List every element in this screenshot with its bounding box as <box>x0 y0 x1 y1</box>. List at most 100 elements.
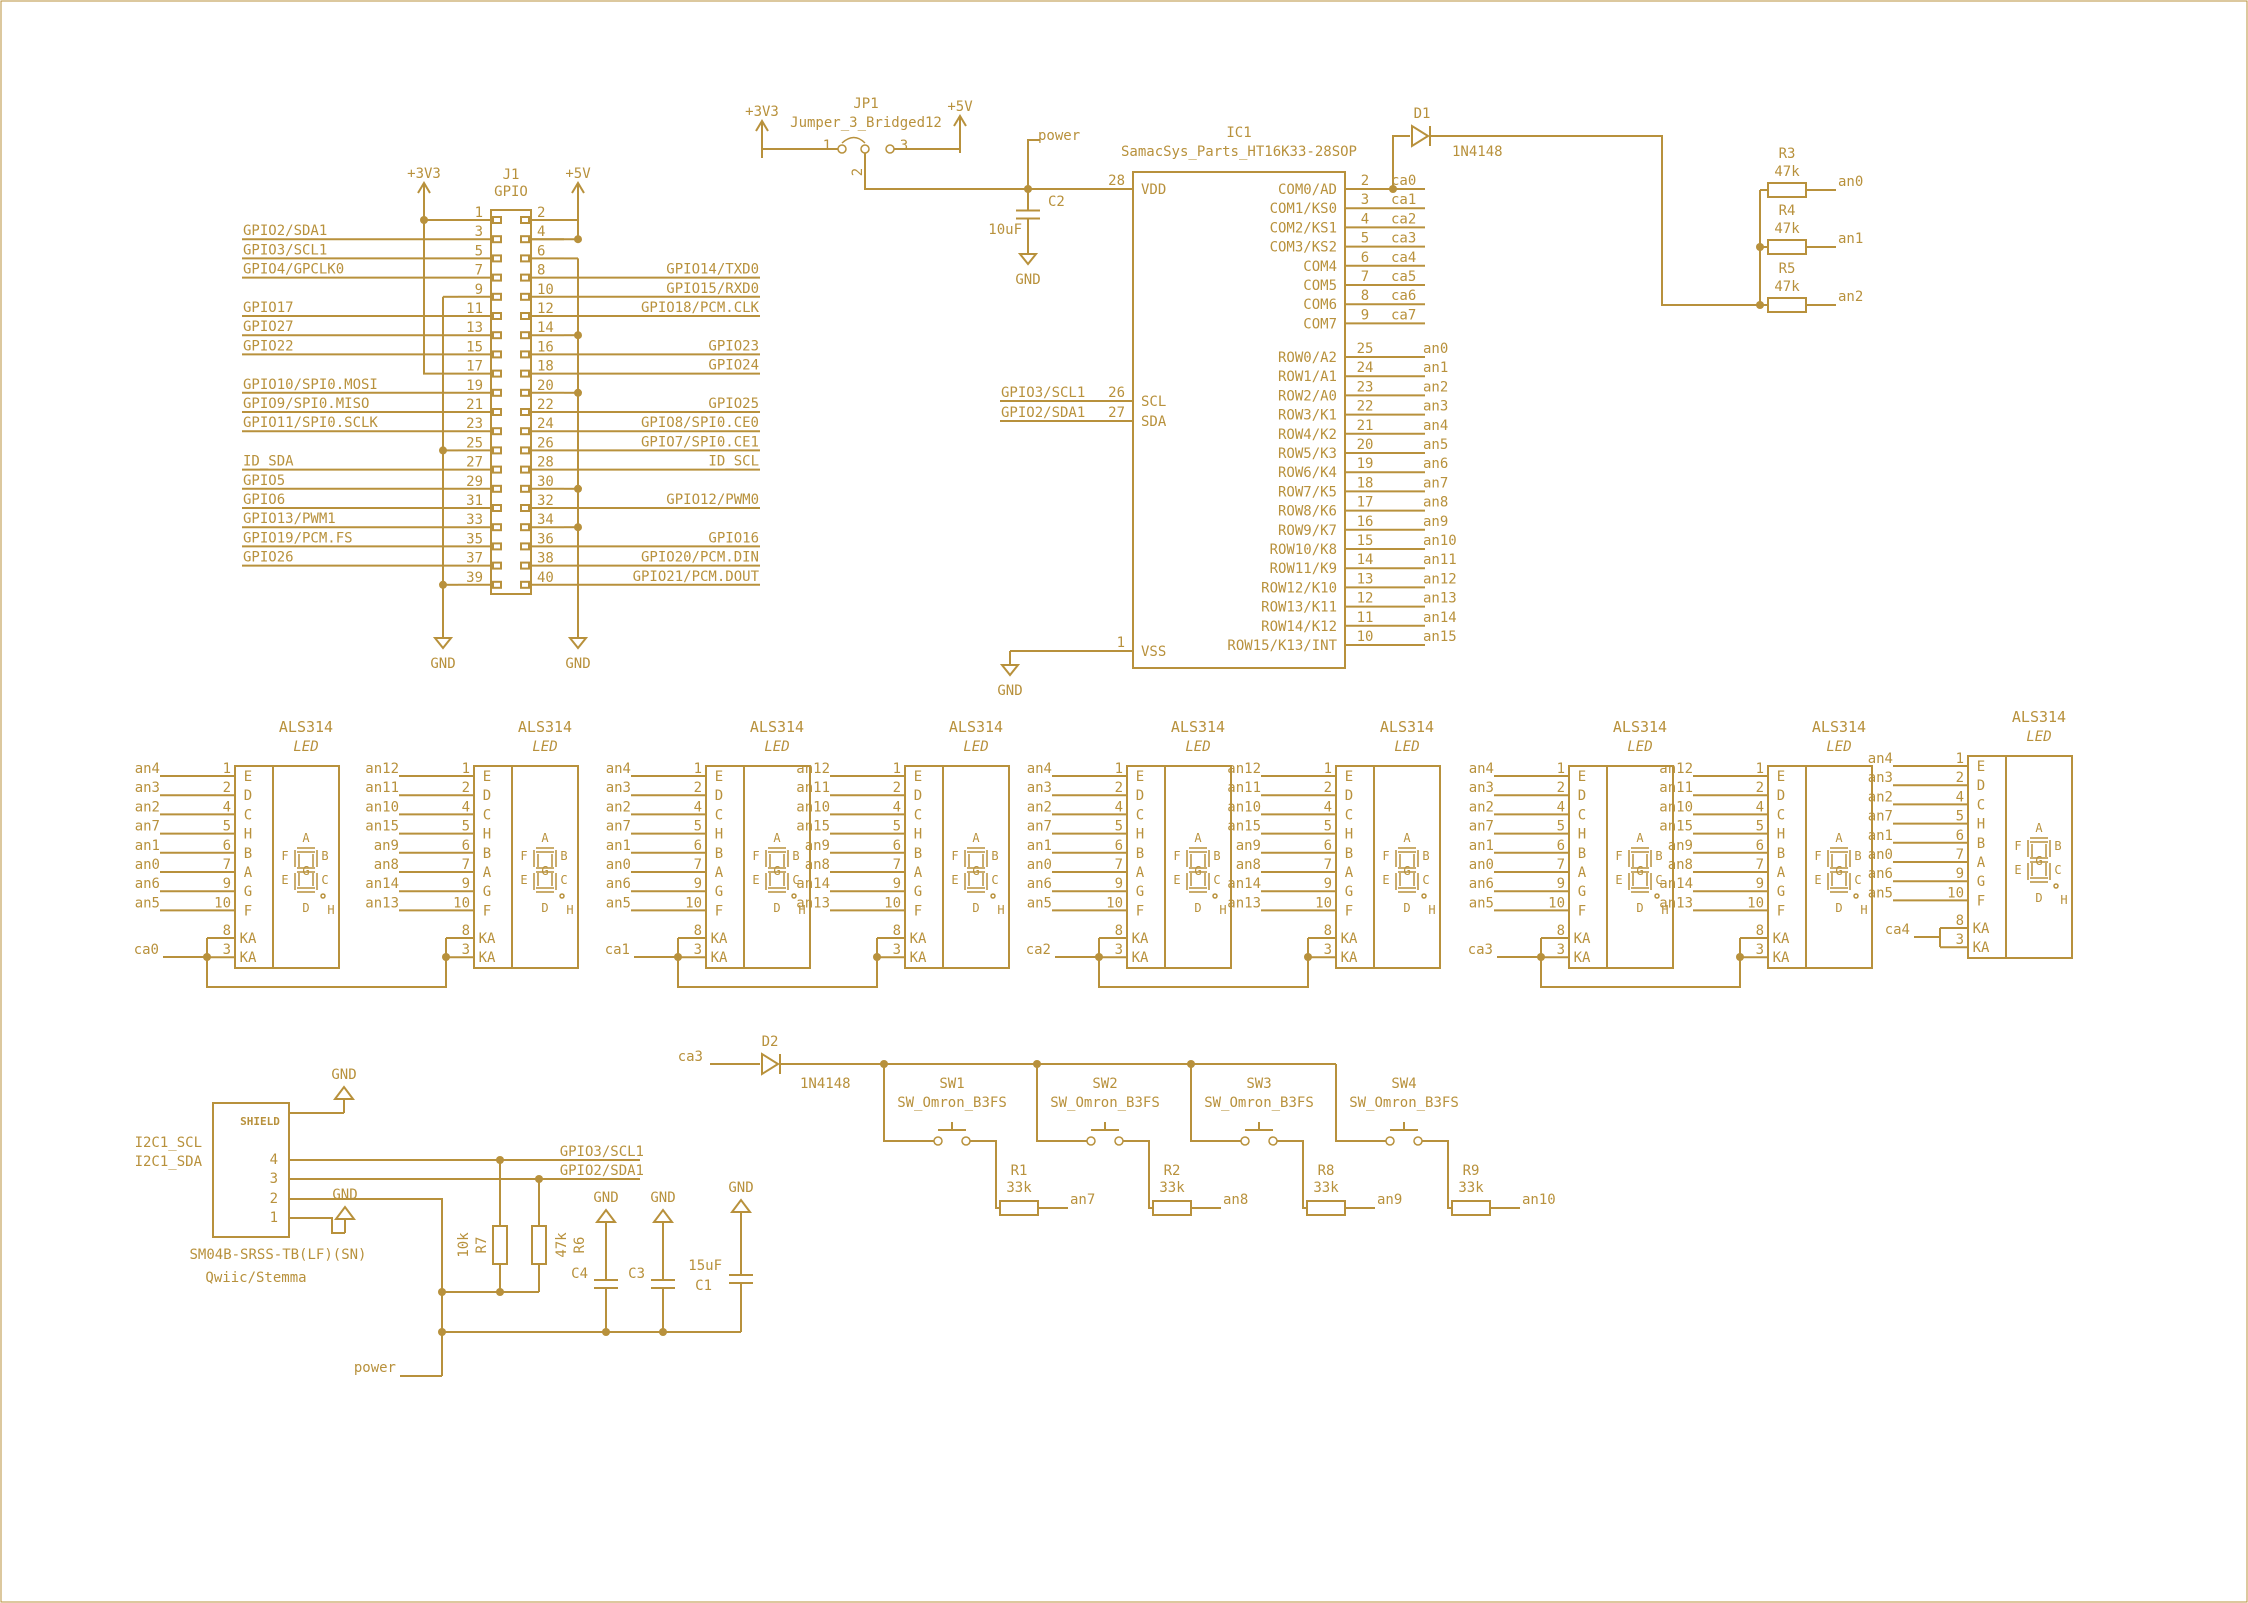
switch-net-label: an9 <box>1377 1192 1402 1208</box>
led-0b-seg-letter: C <box>483 807 491 823</box>
switch-wire-out <box>1422 1140 1452 1209</box>
pullup-junction <box>496 1288 504 1296</box>
j1-pin-pad <box>520 408 530 416</box>
led-3b-seg-net: an11 <box>1659 780 1693 796</box>
led-2a-part: ALS314 <box>1171 718 1225 736</box>
r7-value: 10k <box>456 1232 472 1258</box>
ic1-pin-number: 3 <box>1361 192 1369 208</box>
led-2a-ka-label: KA <box>1132 950 1149 966</box>
r-top-net: an0 <box>1838 174 1863 190</box>
qwiic-sda-net: GPIO2/SDA1 <box>560 1163 644 1179</box>
jp1-pin-3: 3 <box>900 138 908 154</box>
led-2a-digit-box <box>1164 765 1232 969</box>
c4-gnd-label: GND <box>593 1190 618 1206</box>
led-single-seg-pin-number: 9 <box>1956 866 1964 882</box>
r-top-junction <box>1756 301 1764 309</box>
led-1a-ka-label: KA <box>711 931 728 947</box>
led-3a-seg-pin-number: 2 <box>1557 780 1565 796</box>
led-single-seg-pin-number: 7 <box>1956 847 1964 863</box>
switch-wire-in <box>883 1064 934 1142</box>
led-1a-glyph <box>765 847 797 899</box>
led-single-seg-net: an1 <box>1868 828 1893 844</box>
segment-mark: B <box>991 849 998 863</box>
segment-mark: D <box>1403 901 1410 915</box>
led-3a-seg-pin-number: 9 <box>1557 876 1565 892</box>
segment-mark: F <box>1382 849 1389 863</box>
switch-ref: SW1 <box>939 1076 964 1092</box>
ic1-pin-name: ROW1/A1 <box>1278 369 1337 385</box>
led-single-seg-letter: G <box>1977 874 1985 890</box>
led-3b-seg-letter: H <box>1777 827 1785 843</box>
led-single-seg-letter: E <box>1977 759 1985 775</box>
d2-net-label: ca3 <box>678 1049 703 1065</box>
led-3a-seg-net: an0 <box>1469 857 1494 873</box>
j1-pin-pad <box>520 369 530 378</box>
ic1-net-label: an4 <box>1423 418 1448 434</box>
led-0a-value: LED <box>293 739 318 755</box>
segment-mark: C <box>1213 873 1220 887</box>
jp1-contact-1 <box>837 144 847 154</box>
ic1-pin-number: 21 <box>1357 418 1374 434</box>
j1-pin-pad <box>520 504 530 512</box>
led-2b-ka-pin-number: 8 <box>1324 923 1332 939</box>
jp1-contact-2 <box>860 144 870 154</box>
segment-mark: B <box>1854 849 1861 863</box>
led-0b-seg-pin-number: 1 <box>462 761 470 777</box>
qwiic-value: Qwiic/Stemma <box>205 1270 306 1286</box>
segment-mark: E <box>281 873 288 887</box>
led-1b-seg-net: an15 <box>796 819 830 835</box>
j1-pin-pad <box>520 542 530 551</box>
segment-mark: H <box>2060 893 2067 907</box>
j1-net-label: GPIO24 <box>708 358 759 374</box>
j1-pin-pad <box>520 465 530 474</box>
led-1b-part: ALS314 <box>949 718 1003 736</box>
led-1a-seg-net: an4 <box>606 761 631 777</box>
ic1-net-label: an8 <box>1423 495 1448 511</box>
j1-5v-junction <box>574 235 582 244</box>
ic1-net-label: an14 <box>1423 610 1457 626</box>
led-3b-seg-letter: D <box>1777 788 1785 804</box>
led-0b-seg-net: an15 <box>365 819 399 835</box>
j1-net-label: GPIO14/TXD0 <box>666 262 759 278</box>
led-0a-seg-net: an5 <box>135 895 160 911</box>
led-1b-seg-net: an11 <box>796 780 830 796</box>
r-top-ref: R5 <box>1779 261 1796 277</box>
j1-pin-number: 15 <box>466 339 483 355</box>
segment-mark: B <box>792 849 799 863</box>
segment-mark: F <box>1615 849 1622 863</box>
segment-mark: F <box>951 849 958 863</box>
ic1-pin-name: COM1/KS0 <box>1270 201 1337 217</box>
led-1b-ka-label: KA <box>910 950 927 966</box>
j1-pin-number: 9 <box>475 282 483 298</box>
segment-mark: C <box>2054 863 2061 877</box>
ic1-pin-name: COM6 <box>1303 297 1337 313</box>
led-0b-seg-net: an9 <box>374 838 399 854</box>
led-single-seg-pin-number: 1 <box>1956 751 1964 767</box>
segment-mark: D <box>541 901 548 915</box>
ic1-net-label: an0 <box>1423 341 1448 357</box>
j1-pin-pad <box>520 427 530 436</box>
qwiic-shield-gnd-label: GND <box>331 1067 356 1083</box>
j1-pin-number: 1 <box>475 205 483 221</box>
led-0a-seg-letter: D <box>244 788 252 804</box>
ic1-pin-number: 7 <box>1361 269 1369 285</box>
segment-mark: F <box>1814 849 1821 863</box>
jp1-contact-3 <box>885 144 895 154</box>
led-2b-ka-label: KA <box>1341 950 1358 966</box>
led-0a-seg-net: an1 <box>135 838 160 854</box>
led-0b-seg-pin-number: 10 <box>453 895 470 911</box>
led-single-ka-label: KA <box>1973 921 1990 937</box>
switch-contact <box>1268 1136 1278 1146</box>
switch-contact <box>1385 1136 1395 1146</box>
j1-pin-pad <box>492 427 502 436</box>
qwiic-sda-label: I2C1_SDA <box>135 1154 203 1170</box>
led-2b-seg-letter: B <box>1345 846 1353 862</box>
ic1-pin-number: 11 <box>1357 610 1374 626</box>
power-junction <box>602 1328 610 1336</box>
segment-mark: E <box>1382 873 1389 887</box>
j1-pin-pad <box>492 216 502 224</box>
j1-gnd-right-symbol <box>567 637 589 650</box>
c4-ref: C4 <box>571 1266 588 1282</box>
decimal-point <box>791 893 797 899</box>
led-1a-seg-pin-number: 9 <box>694 876 702 892</box>
